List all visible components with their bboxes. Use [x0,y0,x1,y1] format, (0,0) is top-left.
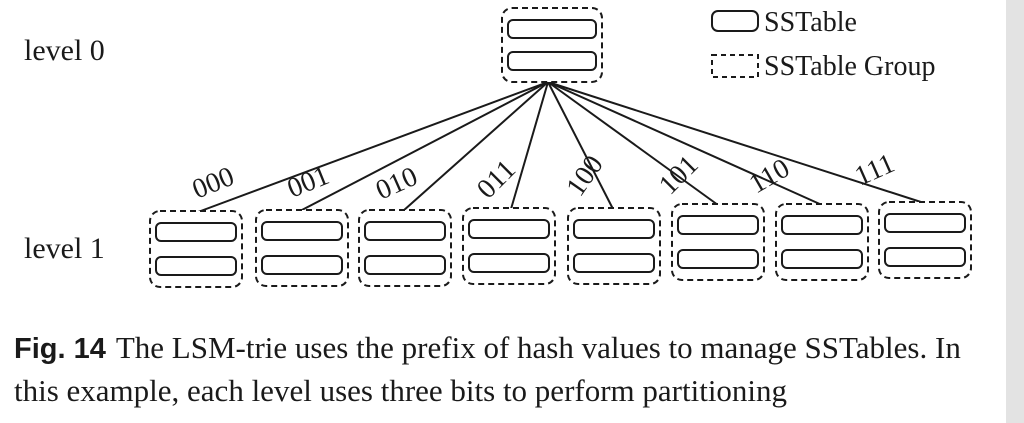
partition-edge [402,81,549,212]
sstable [884,247,966,267]
sstable [507,51,597,71]
sstable [573,219,655,239]
partition-label-101: 101 [653,149,705,201]
caption-text: The LSM-trie uses the prefix of hash val… [14,330,961,408]
legend-group-swatch [711,54,759,78]
level-1-sstable-group [358,209,452,287]
level-1-sstable-group [567,207,661,285]
level-1-sstable-group [878,201,972,279]
figure-number: Fig. 14 [14,333,106,365]
level-1-sstable-group [255,209,349,287]
level-0-label: level 0 [24,34,105,67]
partition-edge [547,81,614,210]
sstable [781,249,863,269]
sstable [261,255,343,275]
partition-edge [197,81,549,213]
sstable [573,253,655,273]
page-edge-strip [1006,0,1024,423]
sstable [364,255,446,275]
level-1-sstable-group [462,207,556,285]
sstable [468,219,550,239]
partition-edge [547,81,719,206]
level-1-sstable-group [149,210,243,288]
partition-label-100: 100 [560,150,609,202]
sstable [781,215,863,235]
level-1-sstable-group [775,203,869,281]
partition-label-111: 111 [850,148,899,193]
legend-sstable-swatch [711,10,759,32]
level-1-label: level 1 [24,232,105,265]
legend: SSTable SSTable Group [711,7,935,82]
level-1-sstable-group [671,203,765,281]
sstable [261,221,343,241]
sstable [468,253,550,273]
level-0-sstable-group [501,7,603,83]
sstable [677,249,759,269]
partition-edge [547,81,925,204]
sstable [677,215,759,235]
sstable [364,221,446,241]
sstable [155,256,237,276]
partition-edges [197,81,925,213]
sstable-groups [149,7,972,288]
legend-sstable-label: SSTable [764,7,857,38]
partition-edge [299,81,549,212]
sstable [155,222,237,242]
partition-edge [510,81,549,210]
legend-group-label: SSTable Group [764,51,935,82]
sstable [884,213,966,233]
sstable [507,19,597,39]
partition-edge [547,81,823,206]
